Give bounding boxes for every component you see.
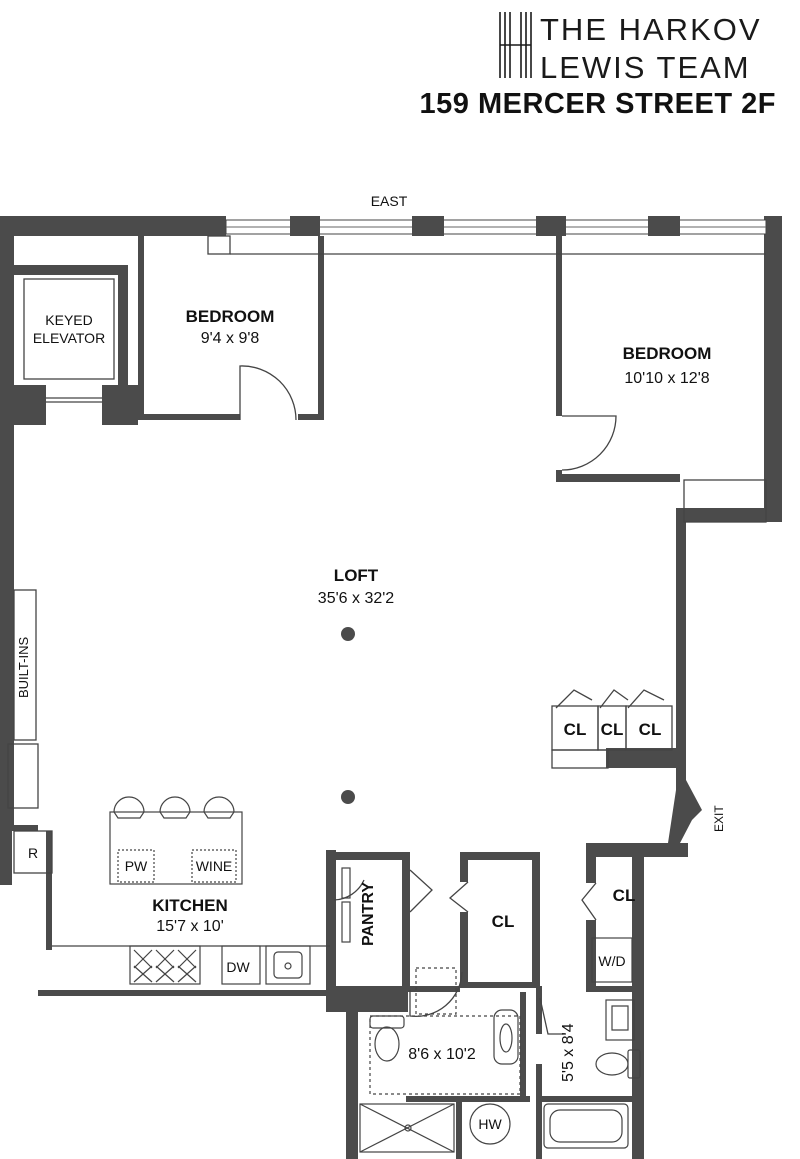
kitchen-fixtures: [52, 796, 330, 985]
refrigerator-label: R: [27, 845, 39, 861]
bath2-dims: 5'5 x 8'4: [560, 1023, 577, 1082]
orientation-label-east: EAST: [370, 193, 408, 209]
kitchen-dims: 15'7 x 10': [156, 918, 224, 935]
pantry-shelves: [341, 867, 351, 943]
pantry-wine-pw-label: PW: [124, 858, 148, 874]
dishwasher-label: DW: [226, 959, 250, 975]
closet-label-1: CL: [563, 720, 587, 739]
pantry-label: PANTRY: [360, 882, 377, 946]
loft-name: LOFT: [333, 566, 379, 585]
property-address: 159 MERCER STREET 2F: [419, 88, 776, 120]
built-ins-label: BUILT-INS: [16, 636, 31, 698]
bedroom1-name: BEDROOM: [185, 307, 275, 326]
bath-fixtures: [359, 937, 641, 1153]
wine-label: WINE: [195, 858, 233, 874]
door-swings: [239, 365, 665, 1035]
kitchen-name: KITCHEN: [152, 896, 228, 915]
logo-mark-icon: [499, 12, 532, 78]
logo-line-1: THE HARKOV: [540, 12, 762, 47]
elevator-label-line2: ELEVATOR: [32, 330, 106, 346]
loft-dims: 35'6 x 32'2: [317, 590, 395, 607]
washer-dryer-label: W/D: [598, 953, 626, 969]
closet-label-3: CL: [638, 720, 662, 739]
loft-partitions: [7, 235, 767, 874]
east-windows: [225, 216, 767, 236]
hot-water-label: HW: [478, 1116, 502, 1132]
team-logo: THE HARKOV LEWIS TEAM: [496, 8, 796, 83]
bedroom1-dims: 9'4 x 9'8: [200, 330, 260, 347]
elevator-label-line1: KEYED: [45, 312, 93, 328]
bedroom2-dims: 10'10 x 12'8: [624, 370, 710, 387]
bath1-dims: 8'6 x 10'2: [408, 1046, 476, 1063]
columns: [341, 627, 355, 804]
closet-label-hall: CL: [491, 912, 515, 931]
exterior-walls: [0, 216, 782, 1159]
exit-label: EXIT: [712, 805, 726, 832]
closet-label-bath2: CL: [612, 886, 636, 905]
logo-line-2: LEWIS TEAM: [540, 50, 751, 85]
interior-walls: [12, 236, 680, 1159]
bedroom2-name: BEDROOM: [622, 344, 712, 363]
elevator: [23, 278, 115, 403]
closet-label-2: CL: [600, 720, 624, 739]
